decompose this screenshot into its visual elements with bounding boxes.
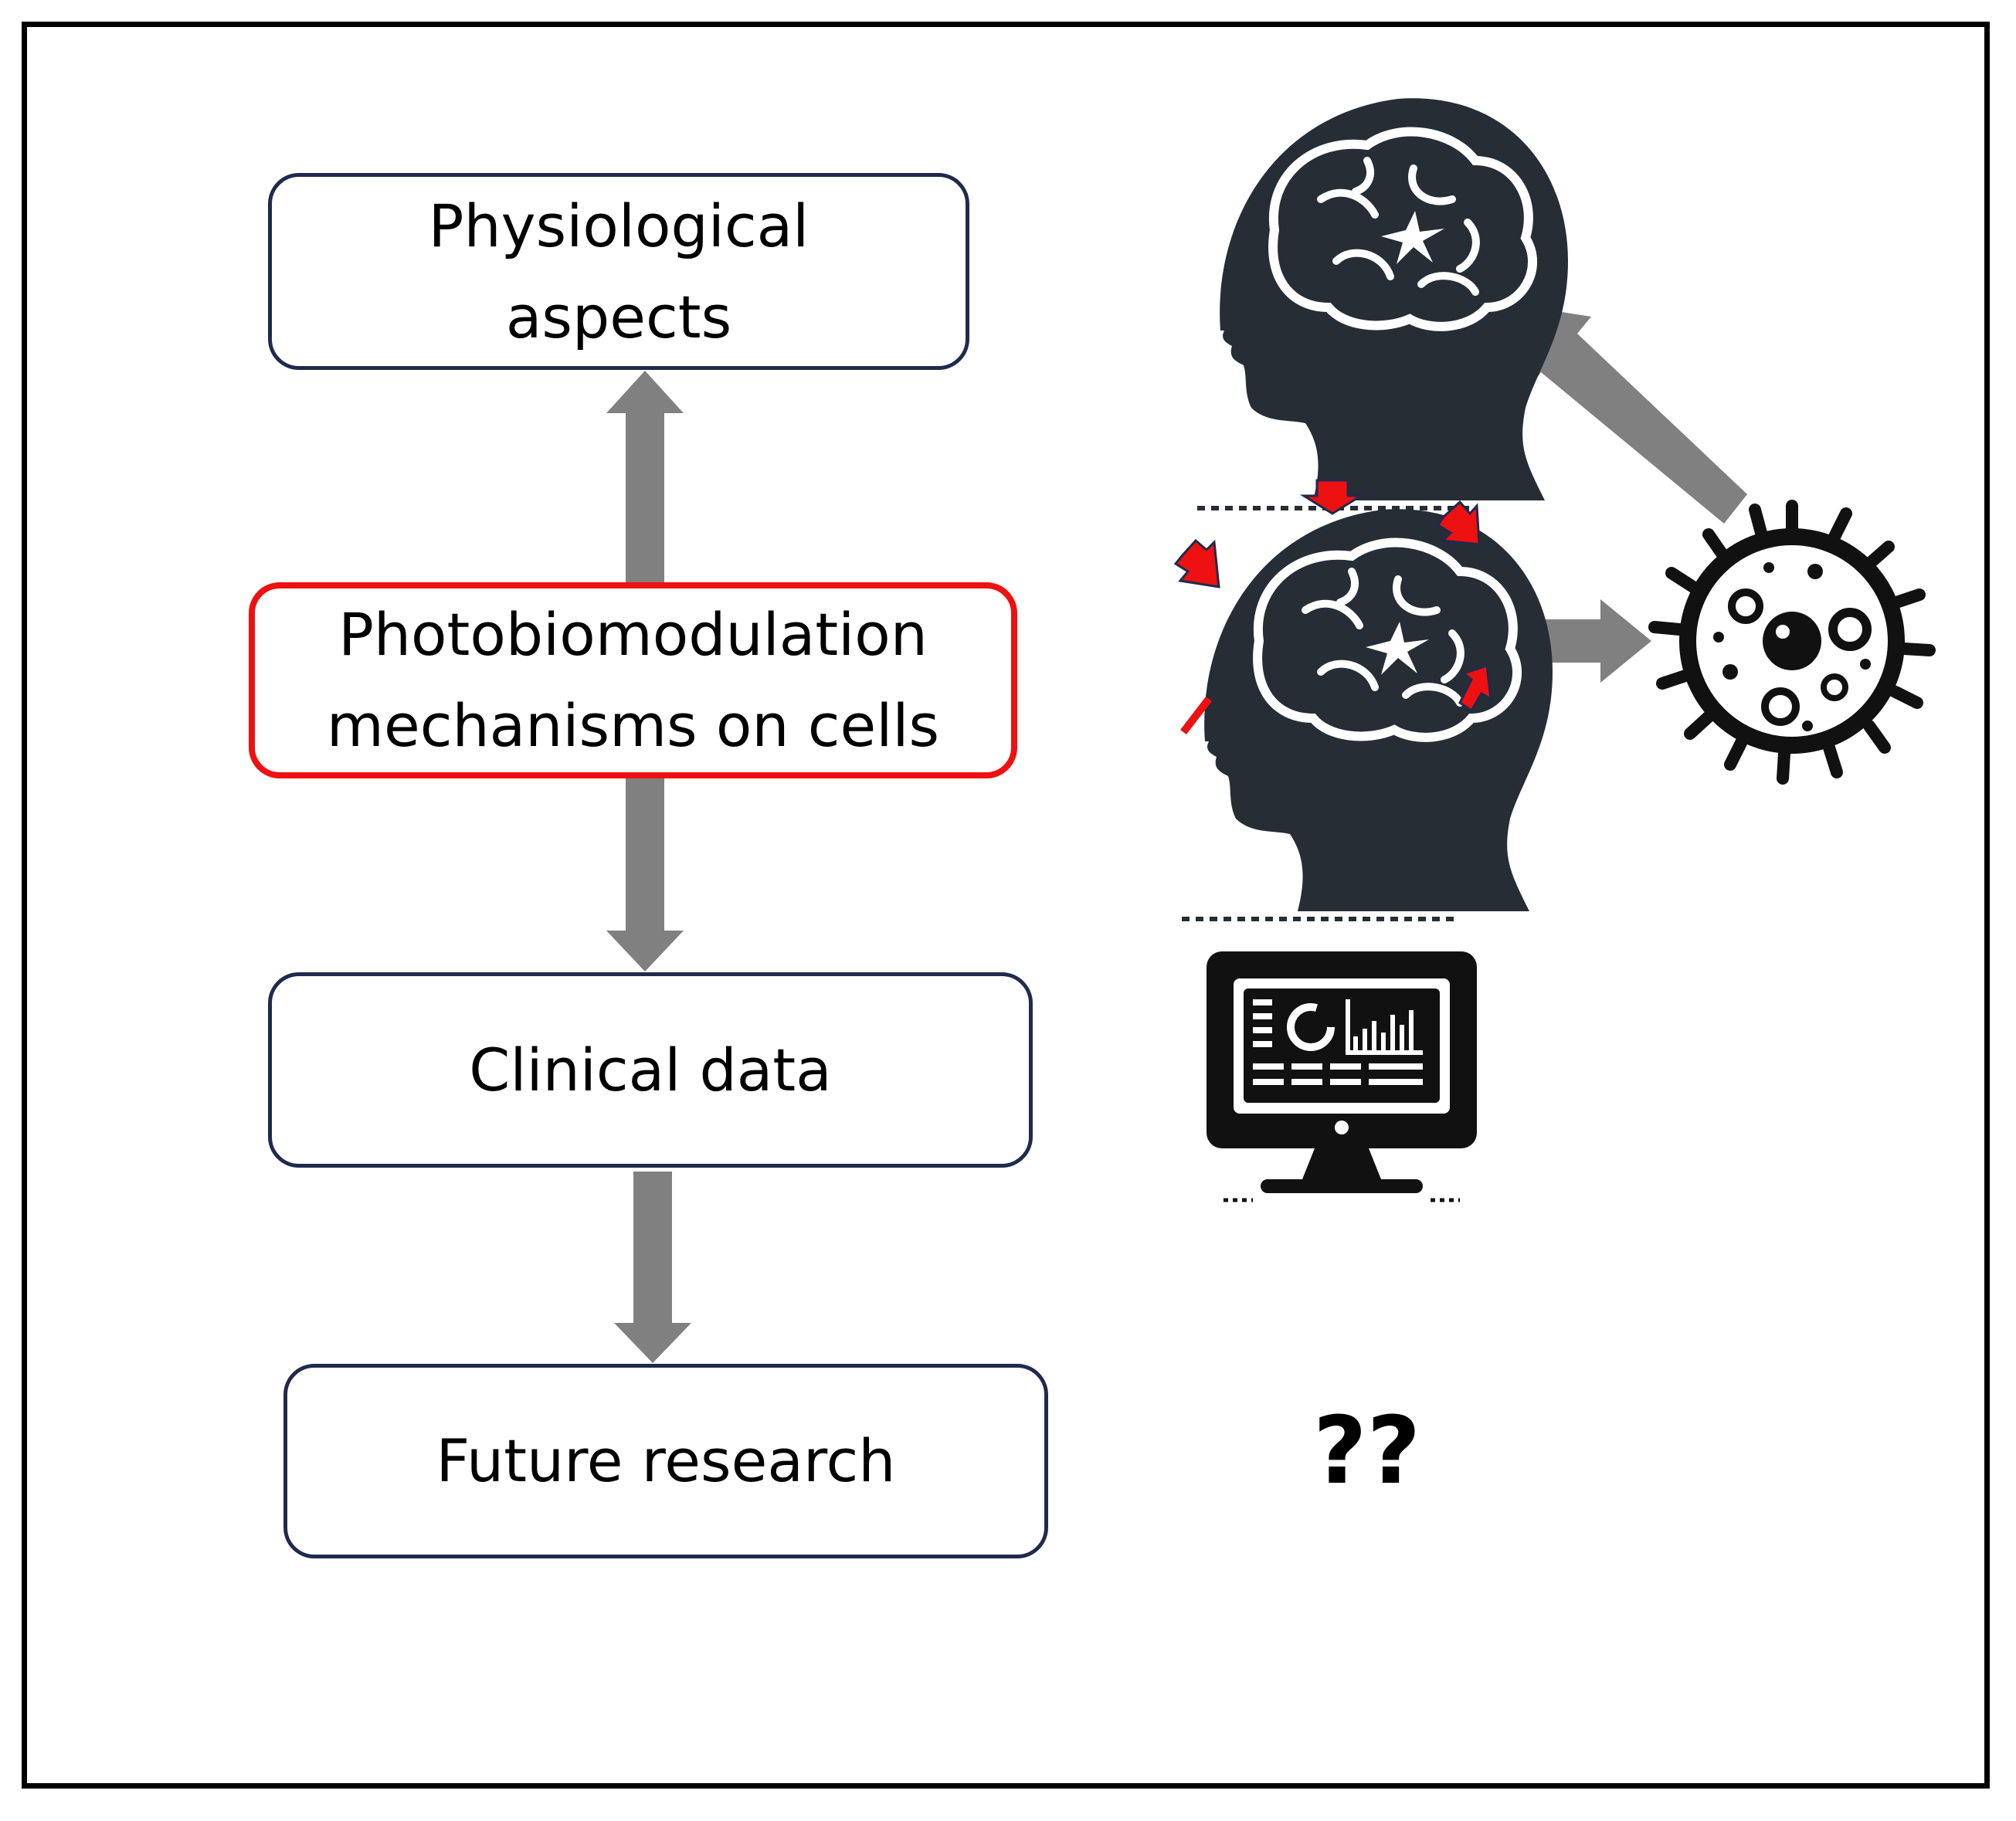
light-arrow-top-icon [1299, 479, 1366, 515]
arrow-cell-to-head [1502, 303, 1747, 524]
light-arrow-upper-right-icon [1436, 500, 1481, 546]
box-photobiomodulation-label: Photobiomodulation mechanisms on cells [326, 600, 940, 760]
light-arrows [1173, 479, 1492, 735]
head-brain-icon [1197, 98, 1568, 508]
head-brain-light-icon [1182, 509, 1553, 919]
box-photobiomodulation: Photobiomodulation mechanisms on cells [249, 582, 1017, 778]
arrow-head-to-cell [1531, 599, 1651, 683]
arrow-up-physiological [606, 371, 684, 583]
box-future-research: Future research [283, 1364, 1048, 1558]
arrow-down-future [614, 1172, 691, 1363]
box-clinical-data: Clinical data [268, 972, 1033, 1168]
box-physiological-label: Physiological aspects [428, 191, 809, 351]
box-future-label: Future research [436, 1426, 896, 1495]
cell-icon [1648, 500, 1936, 785]
box-physiological-aspects: Physiological aspects [268, 173, 969, 370]
arrow-down-clinical [606, 776, 684, 972]
light-arrow-left-icon [1173, 538, 1220, 588]
future-question-marks: ?? [1313, 1398, 1421, 1505]
light-arrow-lower-right-icon [1458, 663, 1492, 713]
monitor-dashboard-icon [1207, 951, 1477, 1202]
light-beam-icon [1180, 696, 1212, 735]
box-clinical-label: Clinical data [469, 1035, 832, 1104]
